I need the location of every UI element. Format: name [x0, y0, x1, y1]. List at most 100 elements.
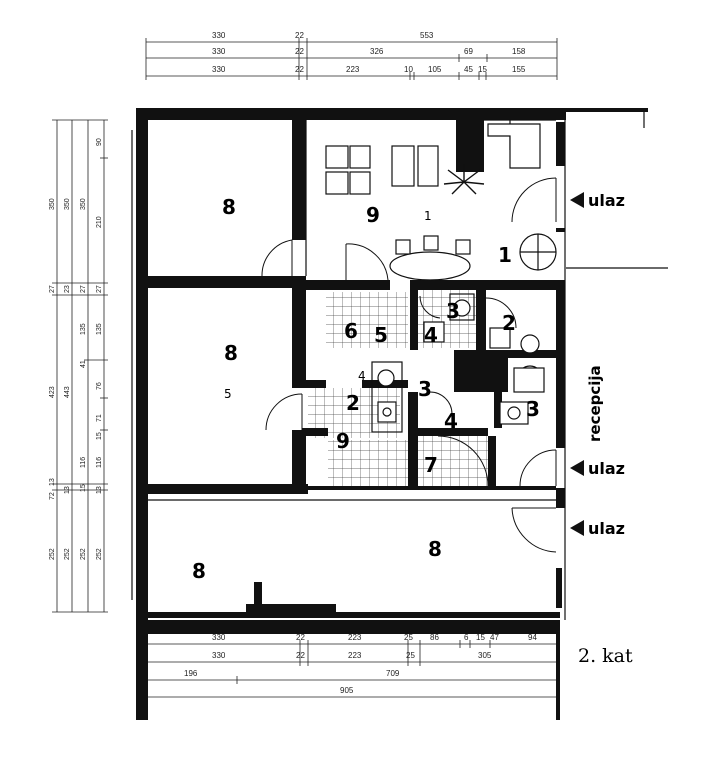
room-number: 3: [526, 397, 540, 421]
left-dim-4-e: 76: [96, 382, 103, 390]
left-dim-1-c: 423: [49, 386, 56, 398]
room-number: 4: [424, 323, 438, 347]
top-dim-3-c: 223: [346, 65, 360, 74]
room-number: 6: [344, 319, 358, 343]
bottom-dim-1-b: 22: [296, 633, 305, 642]
room-number: 8: [192, 559, 206, 583]
left-dim-4-b: 210: [96, 216, 103, 228]
top-dim-3-h: 155: [512, 65, 526, 74]
left-dim-4-j: 252: [96, 548, 103, 560]
top-dim-2-a: 330: [212, 47, 226, 56]
left-dim-3-e: 116: [80, 457, 87, 468]
bottom-dim-3-b: 709: [386, 669, 400, 678]
top-dimension-lines: [145, 38, 558, 80]
left-dim-4-d: 135: [96, 323, 103, 335]
bottom-dim-3-a: 196: [184, 669, 198, 678]
room-number: 7: [424, 453, 438, 477]
room-number: 9: [336, 429, 350, 453]
plant-icon: [443, 164, 485, 195]
left-dim-2-a: 350: [64, 198, 71, 210]
top-dim-2-c: 326: [370, 47, 384, 56]
left-dim-4-c: 27: [96, 285, 103, 293]
left-dim-1-a: 350: [49, 198, 56, 210]
entrance-arrow-1-icon: [570, 192, 584, 208]
toilet-3: [453, 299, 471, 317]
room-number: 2: [502, 311, 516, 335]
room-number: 8: [224, 341, 238, 365]
top-dim-1-c: 553: [420, 31, 434, 40]
left-dim-3-f: 15: [80, 484, 87, 492]
left-dim-3-a: 350: [80, 198, 87, 210]
chair-5: [391, 145, 415, 187]
left-dim-2-b: 23: [64, 285, 71, 293]
room-number: 4: [358, 369, 366, 383]
top-dim-1-a: 330: [212, 31, 226, 40]
top-dim-2-b: 22: [295, 47, 304, 56]
left-dim-2-d: 13: [64, 486, 71, 494]
table-chair-3: [455, 239, 471, 255]
bottom-dim-1-a: 330: [212, 633, 226, 642]
room-number: 5: [374, 323, 388, 347]
entrance-arrow-2-icon: [570, 460, 584, 476]
bottom-dim-1-f: 6: [464, 633, 469, 642]
left-dim-4-i: 13: [96, 486, 103, 494]
reception-counter: [487, 123, 541, 169]
room-number: 1: [498, 243, 512, 267]
chair-2: [349, 145, 371, 169]
door-swings: [261, 177, 557, 553]
left-dim-3-d: 41: [80, 360, 87, 368]
top-dim-3-a: 330: [212, 65, 226, 74]
bottom-dim-1-h: 47: [490, 633, 499, 642]
room-number: 8: [428, 537, 442, 561]
bottom-dim-2-b: 22: [296, 651, 305, 660]
room-numbers: 8 8 8 8 9 1 1 5 6 5 4 3 2 4 2 3 3 4 9 7: [192, 195, 540, 583]
top-dim-1-b: 22: [295, 31, 304, 40]
table-chair-1: [395, 239, 411, 255]
entrance-label-3: ulaz: [588, 519, 625, 538]
sink-1: [489, 327, 511, 349]
left-dim-1-e: 72: [49, 492, 56, 500]
floor-label: 2. kat: [578, 645, 633, 667]
bottom-dim-2-c: 223: [348, 651, 362, 660]
furniture: [325, 123, 557, 433]
walls: [136, 108, 648, 720]
left-dimension-lines: [52, 119, 108, 613]
table-chair-2: [423, 235, 439, 251]
chair-6: [417, 145, 439, 187]
entrance-label-2: ulaz: [588, 459, 625, 478]
room-number: 8: [222, 195, 236, 219]
left-dim-2-c: 443: [64, 386, 71, 398]
left-dim-3-b: 27: [80, 285, 87, 293]
room-number: 3: [446, 299, 460, 323]
top-dim-3-f: 45: [464, 65, 473, 74]
entrance-arrow-3-icon: [570, 520, 584, 536]
entrance-arrows: [570, 192, 584, 536]
bottom-dim-2-d: 25: [406, 651, 415, 660]
chair-4: [349, 171, 371, 195]
left-dim-2-e: 252: [64, 548, 71, 560]
bottom-dimension-lines: [148, 640, 556, 698]
room-number: 4: [444, 409, 458, 433]
left-dim-3-g: 252: [80, 548, 87, 560]
top-dim-3-e: 105: [428, 65, 442, 74]
bottom-dim-4-a: 905: [340, 686, 354, 695]
left-dim-4-f: 71: [96, 414, 103, 422]
top-dim-2-e: 158: [512, 47, 526, 56]
reception-label: recepcija: [586, 365, 604, 442]
sink-3: [377, 369, 395, 387]
chair-1: [325, 145, 349, 169]
top-dim-3-d: 10: [404, 65, 413, 74]
left-dim-1-f: 252: [49, 548, 56, 560]
chair-3: [325, 171, 349, 195]
round-table: [389, 251, 471, 281]
toilet-1: [520, 334, 540, 354]
bottom-dim-1-c: 223: [348, 633, 362, 642]
top-dim-3-g: 15: [478, 65, 487, 74]
bottom-dim-1-e: 86: [430, 633, 439, 642]
room-number: 1: [424, 209, 432, 223]
left-dim-4-a: 90: [96, 138, 103, 146]
left-dim-4-h: 116: [96, 457, 103, 468]
left-dim-4-g: 15: [96, 432, 103, 440]
left-dim-1-b: 27: [49, 285, 56, 293]
